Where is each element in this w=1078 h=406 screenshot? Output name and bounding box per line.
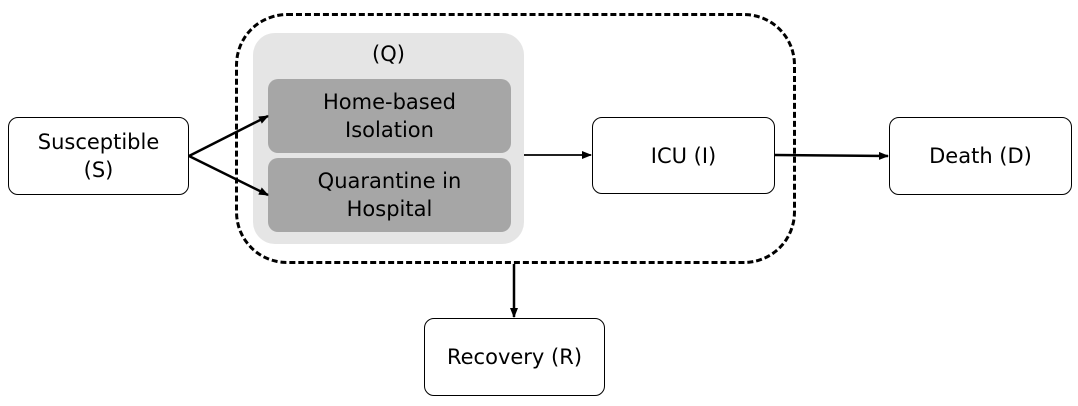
- quarantine-group-label: (Q): [372, 42, 405, 66]
- dashed-boundary: [235, 13, 796, 264]
- edge-susceptible-to-home-isolation: [188, 114, 269, 158]
- home-isolation-node: Home-based Isolation: [268, 79, 511, 153]
- recovery-node: Recovery (R): [424, 318, 605, 396]
- edge-icu-to-death: [774, 151, 889, 160]
- icu-node: ICU (I): [592, 117, 775, 194]
- edge-susceptible-to-hospital-quarantine: [188, 154, 269, 197]
- hospital-quarantine-node: Quarantine in Hospital: [268, 158, 511, 232]
- death-node: Death (D): [889, 117, 1072, 195]
- susceptible-node: Susceptible (S): [8, 117, 189, 195]
